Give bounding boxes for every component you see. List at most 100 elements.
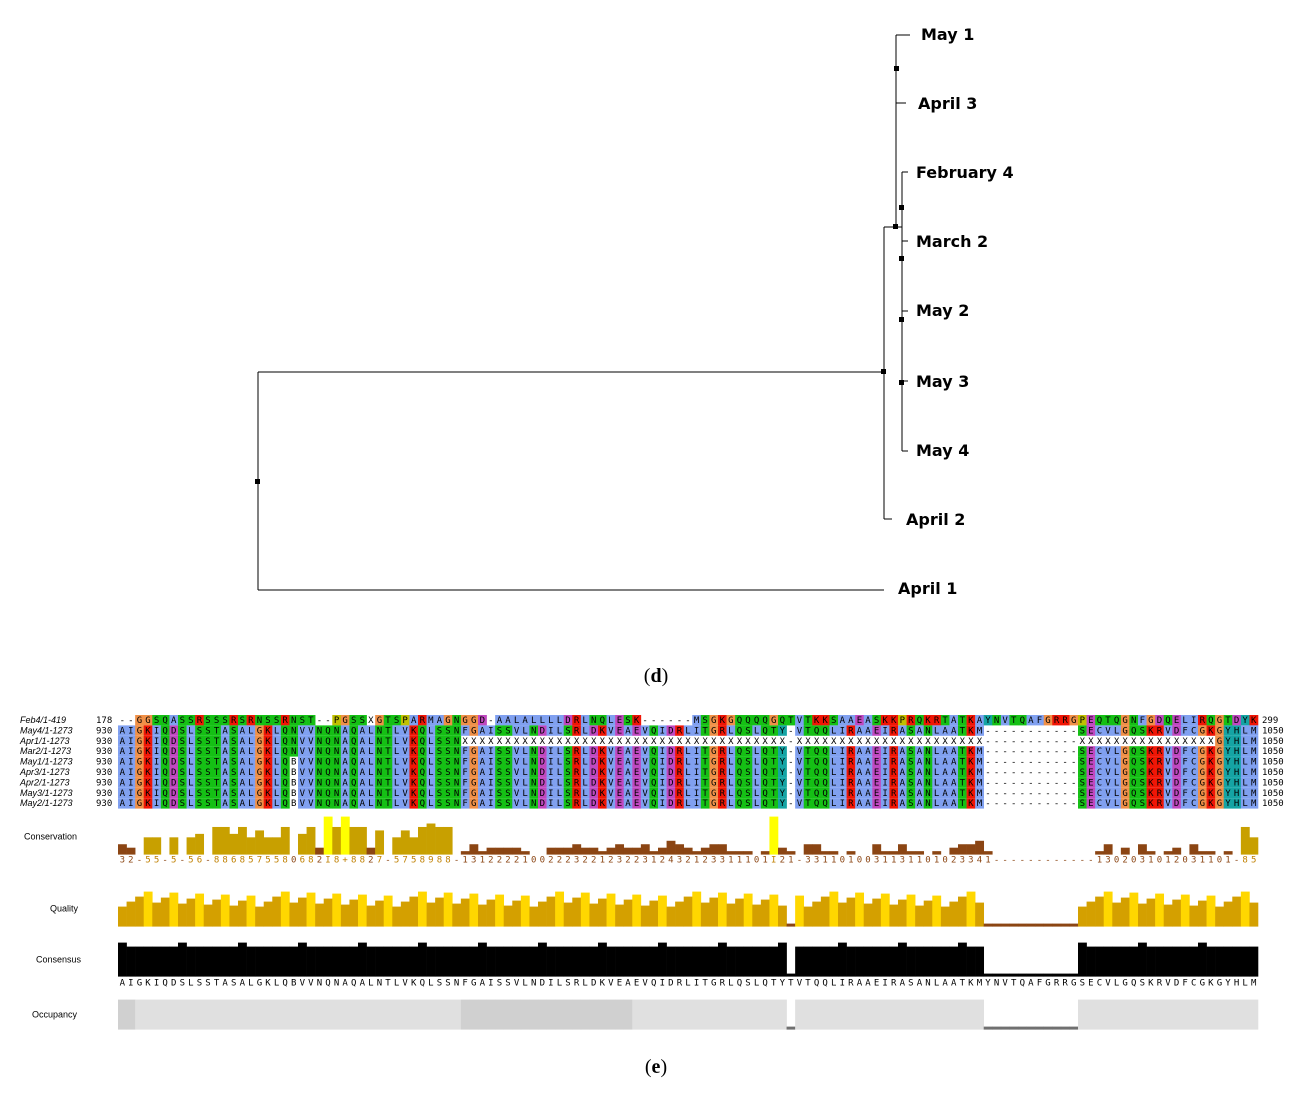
quality-bar (692, 891, 702, 927)
residue-cell (220, 767, 230, 778)
residue-letter: A (865, 747, 871, 757)
residue-letter: I (488, 758, 493, 768)
residue-letter: I (154, 758, 159, 768)
quality-bar (203, 904, 213, 927)
residue-letter: - (1062, 768, 1067, 778)
occupancy-bar (992, 1026, 1002, 1030)
quality-bar (1086, 901, 1096, 927)
residue-cell (323, 735, 333, 747)
residue-letter: K (968, 758, 974, 768)
residue-cell (186, 756, 196, 767)
consensus-bar (469, 946, 479, 977)
residue-letter: Y (1242, 716, 1248, 726)
residue-letter: N (317, 758, 322, 768)
quality-bar (349, 899, 359, 927)
residue-letter: A (480, 799, 486, 809)
residue-letter: - (985, 726, 990, 736)
quality-bar (1120, 897, 1130, 927)
residue-cell (495, 787, 505, 799)
residue-letter: G (471, 789, 476, 799)
residue-cell (658, 767, 667, 778)
residue-letter: T (771, 778, 777, 788)
conservation-digit: 3 (720, 856, 725, 866)
residue-cell (658, 777, 667, 788)
residue-cell (495, 798, 505, 809)
residue-cell (1163, 787, 1173, 799)
residue-cell (220, 746, 230, 757)
quality-bar (572, 897, 582, 927)
residue-cell (143, 787, 153, 799)
residue-letter: - (1020, 758, 1025, 768)
residue-cell (263, 725, 273, 736)
residue-letter: R (282, 716, 288, 726)
residue-letter: I (154, 778, 159, 788)
consensus-bar (640, 946, 650, 977)
quality-bar (332, 893, 342, 927)
residue-letter: E (634, 768, 639, 778)
conservation-digit: - (454, 856, 459, 866)
residue-letter: I (548, 747, 553, 757)
residue-cell (546, 715, 556, 726)
consensus-letter: Q (282, 979, 287, 989)
residue-letter: - (985, 768, 990, 778)
consensus-letter: L (368, 979, 373, 989)
occupancy-bar (152, 999, 162, 1030)
residue-cell (623, 787, 633, 799)
residue-letter: - (1020, 737, 1025, 747)
residue-letter: F (462, 726, 467, 736)
consensus-letter: A (360, 979, 366, 989)
conservation-bar (1163, 851, 1173, 855)
residue-letter: S (180, 768, 185, 778)
residue-letter: D (565, 716, 570, 726)
residue-letter: A (625, 778, 631, 788)
residue-letter: V (308, 778, 314, 788)
conservation-digit: 1 (908, 856, 913, 866)
residue-cell (1172, 715, 1182, 726)
residue-letter: L (522, 747, 527, 757)
residue-cell (1249, 725, 1259, 736)
residue-cell (392, 777, 402, 788)
residue-letter: - (1002, 789, 1007, 799)
consensus-letter: E (874, 979, 879, 989)
residue-cell (1198, 767, 1207, 778)
residue-cell (160, 725, 170, 736)
residue-cell (752, 777, 762, 788)
residue-letter: D (171, 789, 176, 799)
residue-letter: E (617, 789, 622, 799)
panel-d-label: (d) (643, 665, 669, 687)
consensus-letter: I (548, 979, 553, 989)
residue-cell (478, 787, 487, 799)
conservation-digit: 9 (428, 856, 433, 866)
conservation-digit: 1 (882, 856, 887, 866)
residue-cell (400, 767, 410, 778)
residue-cell (1240, 767, 1250, 778)
residue-letter: X (737, 737, 743, 747)
residue-cell (1198, 787, 1207, 799)
residue-cell (966, 787, 976, 799)
residue-letter: C (1097, 778, 1102, 788)
residue-cell (778, 715, 787, 726)
residue-cell (615, 725, 625, 736)
residue-cell (623, 725, 633, 736)
residue-letter: R (720, 799, 726, 809)
occupancy-bar (1000, 1026, 1010, 1030)
occupancy-bar (178, 999, 187, 1030)
residue-letter: D (591, 768, 596, 778)
residue-cell (1112, 756, 1122, 767)
residue-letter: D (591, 789, 596, 799)
residue-cell (546, 798, 556, 809)
residue-cell (212, 735, 222, 747)
residue-letter: I (660, 747, 665, 757)
residue-cell (443, 746, 453, 757)
occupancy-bar (169, 999, 179, 1030)
conservation-bar (786, 851, 796, 855)
consensus-letter: T (960, 979, 966, 989)
consensus-letter: T (788, 979, 794, 989)
residue-cell (160, 735, 170, 747)
residue-letter: S (205, 747, 210, 757)
residue-cell (392, 756, 402, 767)
residue-cell (1086, 725, 1096, 736)
residue-letter: Q (351, 726, 356, 736)
residue-letter: S (445, 726, 450, 736)
